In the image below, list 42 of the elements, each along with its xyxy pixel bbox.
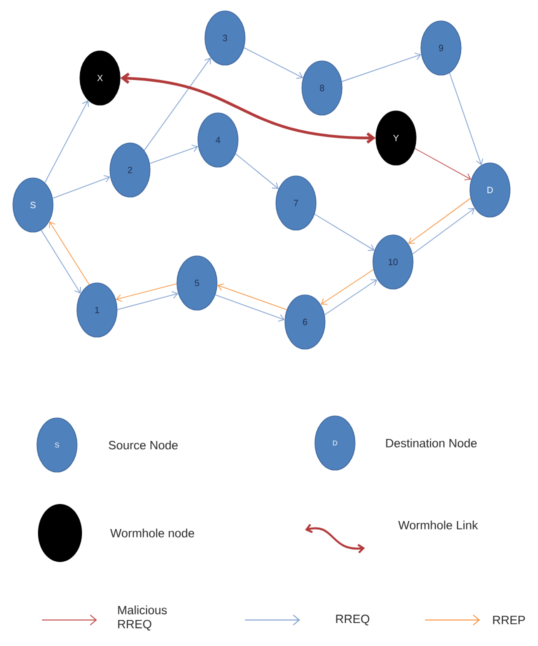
arrow [324, 279, 378, 316]
network-node: 2 [110, 142, 150, 198]
legend-text: RREQ [336, 614, 370, 626]
arrow [116, 283, 177, 302]
legend-text: RREP [493, 616, 525, 624]
network-node: 4 [198, 112, 238, 168]
arrow [44, 100, 89, 184]
network-node: 6 [284, 294, 326, 350]
arrow [149, 144, 198, 164]
wormhole-node: X [80, 50, 120, 106]
network-node: S [12, 178, 54, 232]
legend-text: Source Node [108, 440, 178, 450]
arrow [52, 175, 110, 199]
arrow [412, 208, 475, 254]
arrow [214, 294, 285, 322]
legend-text: Wormhole node [110, 528, 194, 538]
arrow [49, 221, 90, 286]
arrow [449, 72, 484, 166]
network-node: D [470, 162, 510, 218]
wormhole-link [120, 72, 376, 144]
arrow [244, 47, 304, 79]
arrow [414, 148, 472, 180]
network-node: 1 [76, 282, 118, 338]
legend-text: Malicious RREQ [118, 606, 167, 630]
arrow [320, 269, 374, 305]
arrow [40, 230, 81, 294]
network-node: 7 [276, 176, 316, 230]
network-node: 8 [302, 60, 342, 116]
arrow [235, 153, 279, 189]
arrow [408, 198, 471, 244]
arrow [341, 52, 422, 82]
network-node: 3 [204, 10, 246, 66]
arrow [217, 283, 288, 310]
network-node: 9 [420, 20, 462, 76]
legend-text: Wormhole Link [398, 520, 478, 530]
wormhole-node: Y [376, 110, 416, 166]
network-node: 10 [372, 234, 414, 290]
arrow [314, 214, 374, 251]
network-node: 5 [176, 256, 218, 310]
arrow [144, 58, 211, 151]
legend-text: Destination Node [386, 438, 477, 448]
arrow [117, 291, 178, 310]
